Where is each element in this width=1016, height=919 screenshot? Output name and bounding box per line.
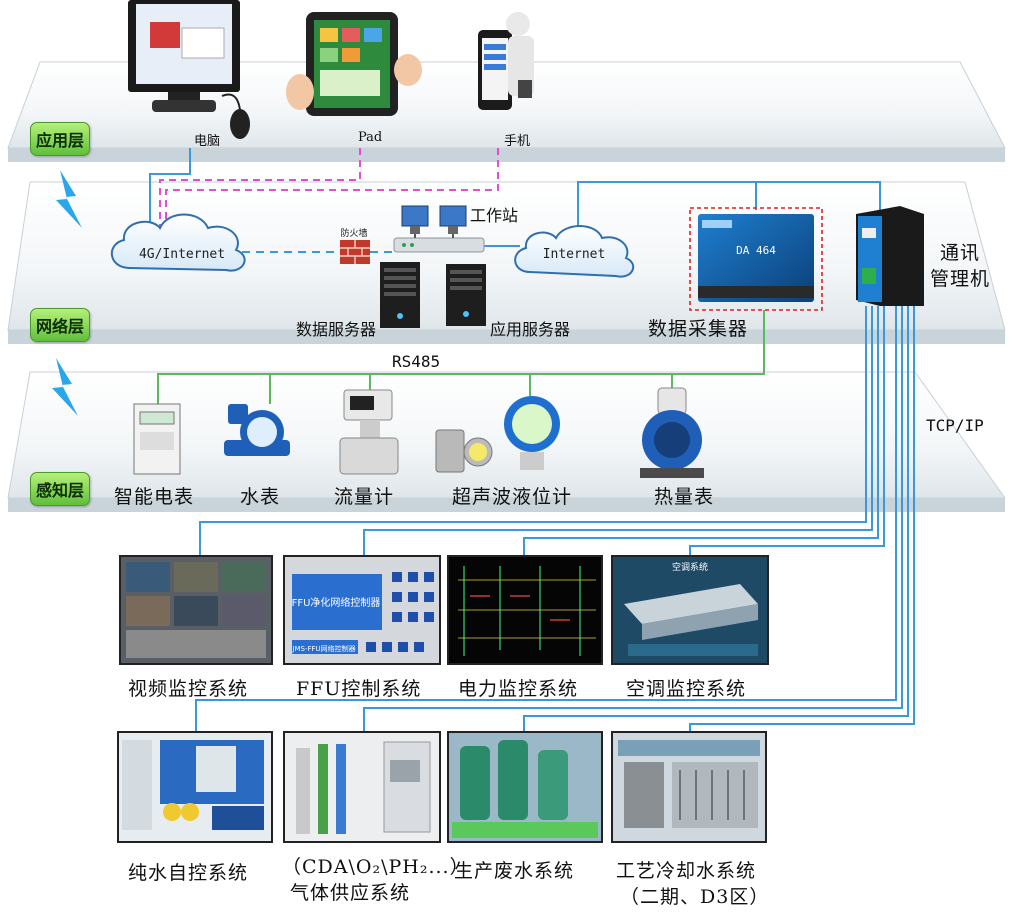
layer-badge-perception: 感知层 bbox=[30, 472, 90, 506]
system-label-cooling-line1: 工艺冷却水系统 bbox=[616, 860, 757, 882]
system-label-video: 视频监控系统 bbox=[128, 678, 249, 700]
phone-label: 手机 bbox=[504, 134, 531, 149]
power-monitoring-thumbnail bbox=[447, 555, 603, 665]
network-switch-icon bbox=[393, 237, 485, 253]
comm-manager-label-2: 管理机 bbox=[930, 268, 991, 290]
layer-badge-application: 应用层 bbox=[30, 122, 90, 156]
ultrasonic-level-meter-icon bbox=[435, 396, 560, 473]
smart-electric-meter-icon bbox=[133, 403, 181, 475]
rs485-bus bbox=[157, 310, 765, 404]
aircon-panel-title: 空调系统 bbox=[672, 561, 708, 573]
meter-label-heat: 热量表 bbox=[654, 486, 715, 508]
system-label-pure-water: 纯水自控系统 bbox=[128, 862, 249, 884]
water-meter-icon bbox=[224, 404, 290, 456]
ffu-panel-footer: JMS-FFU网络控制器 bbox=[291, 644, 355, 653]
tcpip-label: TCP/IP bbox=[926, 416, 984, 435]
system-label-power: 电力监控系统 bbox=[458, 678, 579, 700]
ffu-controller-thumbnail bbox=[283, 555, 441, 665]
meter-label-level: 超声波液位计 bbox=[452, 486, 573, 508]
cloud-right-label: Internet bbox=[543, 247, 606, 262]
pure-water-thumbnail bbox=[117, 731, 273, 843]
cloud-right-icon bbox=[514, 225, 635, 278]
system-label-gas-line1: （CDA\O₂\PH₂...） bbox=[282, 856, 470, 878]
aircon-monitoring-thumbnail bbox=[611, 555, 769, 665]
data-collector-icon bbox=[689, 207, 823, 311]
comm-manager-icon bbox=[856, 206, 924, 306]
system-label-aircon: 空调监控系统 bbox=[626, 678, 747, 700]
ffu-panel-title: FFU净化网络控制器 bbox=[292, 596, 381, 609]
meter-label-electric: 智能电表 bbox=[114, 486, 195, 508]
gas-supply-thumbnail bbox=[283, 731, 441, 843]
pc-label: 电脑 bbox=[194, 134, 221, 149]
system-label-ffu: FFU控制系统 bbox=[296, 678, 422, 700]
tablet-icon bbox=[286, 12, 422, 116]
app-server-icon bbox=[446, 264, 486, 326]
comm-manager-label-1: 通讯 bbox=[940, 242, 981, 264]
cloud-left-icon bbox=[110, 213, 246, 272]
heat-meter-icon bbox=[640, 387, 704, 478]
data-server-label: 数据服务器 bbox=[296, 320, 377, 339]
firewall-label: 防火墙 bbox=[340, 227, 367, 239]
system-label-cooling-line2: （二期、D3区） bbox=[620, 886, 770, 908]
wastewater-thumbnail bbox=[447, 731, 603, 843]
system-label-gas-line2: 气体供应系统 bbox=[290, 882, 411, 904]
layer-badge-network: 网络层 bbox=[30, 308, 90, 342]
workstation-label: 工作站 bbox=[470, 206, 519, 225]
video-monitoring-thumbnail bbox=[119, 555, 273, 665]
monitor-icon bbox=[128, 0, 250, 139]
phone-icon bbox=[478, 12, 534, 110]
system-label-wastewater: 生产废水系统 bbox=[454, 860, 575, 882]
pad-label: Pad bbox=[358, 130, 383, 145]
firewall-icon bbox=[340, 240, 370, 264]
collector-screen-text: DA 464 bbox=[736, 244, 776, 257]
meter-label-water: 水表 bbox=[240, 486, 281, 508]
collector-label: 数据采集器 bbox=[648, 318, 749, 340]
cooling-water-thumbnail bbox=[611, 731, 767, 843]
tcpip-bus bbox=[195, 306, 915, 732]
cloud-left-label: 4G/Internet bbox=[139, 247, 225, 262]
rs485-label: RS485 bbox=[392, 352, 441, 371]
workstation-icon bbox=[401, 205, 467, 238]
meter-label-flow: 流量计 bbox=[334, 486, 395, 508]
app-server-label: 应用服务器 bbox=[490, 320, 571, 339]
data-server-icon bbox=[380, 262, 420, 328]
flow-meter-icon bbox=[339, 389, 399, 475]
